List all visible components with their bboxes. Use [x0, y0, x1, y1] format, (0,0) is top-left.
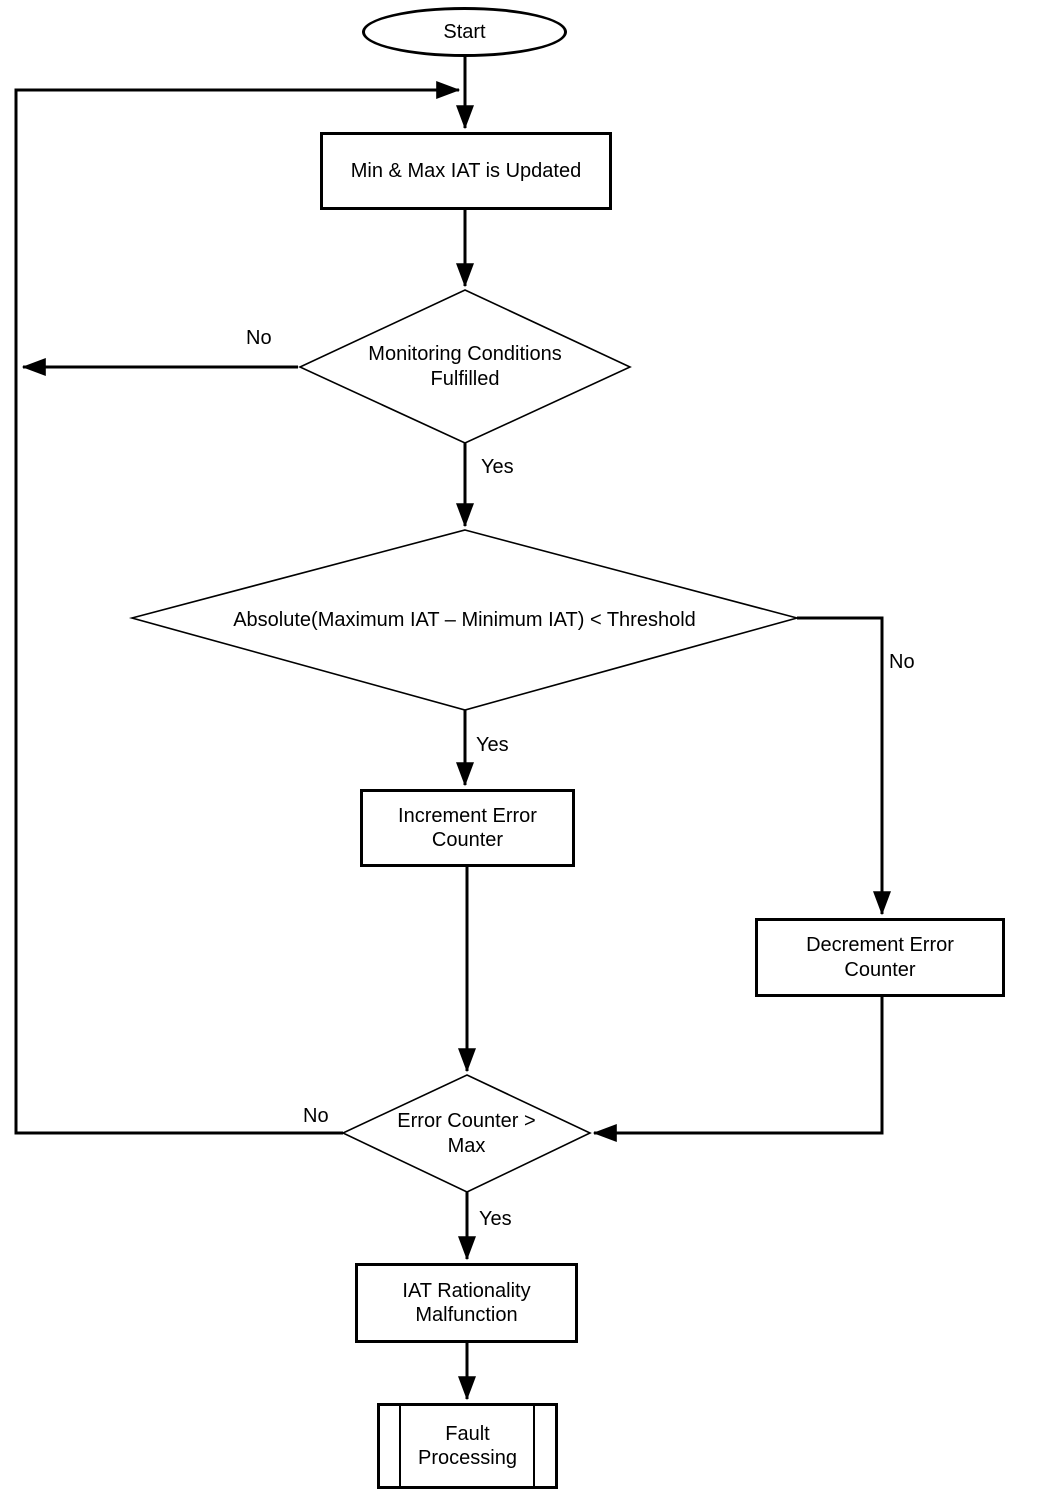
edge-label-threshold-no: No: [889, 651, 915, 673]
node-counter: Error Counter > Max: [343, 1075, 590, 1192]
node-malfunction: IAT Rationality Malfunction: [355, 1263, 578, 1343]
node-monitoring: Monitoring Conditions Fulfilled: [300, 290, 630, 443]
node-monitoring-shape: [298, 289, 632, 444]
node-counter-shape: [341, 1074, 592, 1193]
node-threshold: Absolute(Maximum IAT – Minimum IAT) < Th…: [132, 530, 797, 710]
node-start-label: Start: [443, 20, 486, 43]
edge-label-threshold-yes: Yes: [476, 734, 509, 756]
node-update-label: Min & Max IAT is Updated: [350, 159, 582, 182]
node-update: Min & Max IAT is Updated: [320, 132, 612, 210]
node-decrement: Decrement Error Counter: [755, 918, 1005, 997]
node-fault-label: Fault Processing: [418, 1422, 517, 1469]
node-threshold-label: Absolute(Maximum IAT – Minimum IAT) < Th…: [233, 608, 696, 631]
predefined-process-left-bar: [399, 1406, 401, 1486]
node-increment-label: Increment Error Counter: [398, 804, 537, 851]
node-threshold-shape: [128, 529, 801, 711]
edge-label-monitoring-no: No: [246, 327, 272, 349]
edge-label-counter-no: No: [303, 1105, 329, 1127]
predefined-process-right-bar: [533, 1406, 535, 1486]
edge-threshold-no: [797, 616, 891, 916]
node-decrement-label: Decrement Error Counter: [806, 934, 954, 981]
edge-counter-no-loop-return: [14, 81, 461, 1135]
edge-label-counter-yes: Yes: [479, 1208, 512, 1230]
node-malfunction-label: IAT Rationality Malfunction: [402, 1279, 531, 1326]
node-start: Start: [362, 7, 567, 57]
node-counter-label: Error Counter > Max: [397, 1110, 536, 1157]
node-monitoring-label: Monitoring Conditions Fulfilled: [368, 343, 562, 390]
edge-label-monitoring-yes: Yes: [481, 456, 514, 478]
node-increment: Increment Error Counter: [360, 789, 575, 867]
edge-decrement-to-counter: [592, 997, 884, 1142]
node-fault: Fault Processing: [377, 1403, 558, 1489]
